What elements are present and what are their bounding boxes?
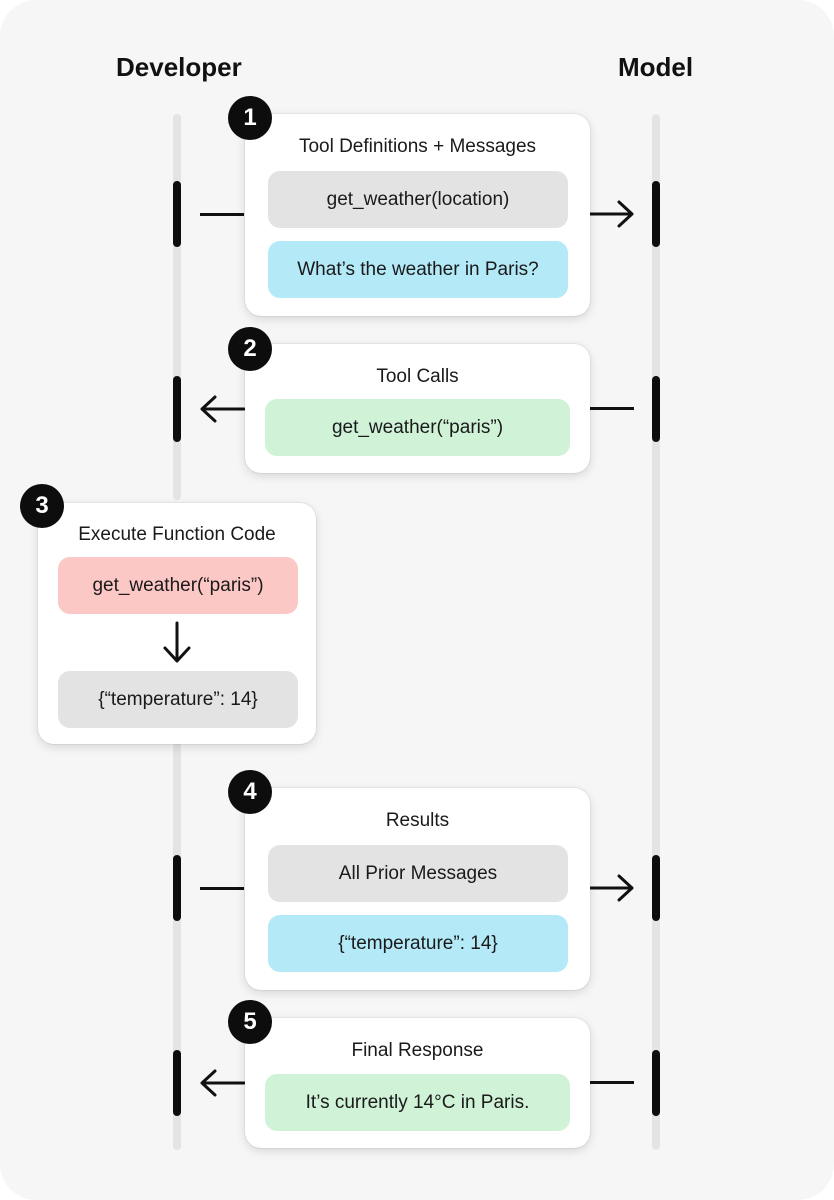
step-2-tool-call-pill: get_weather(“paris”) xyxy=(265,399,570,456)
arrow-right-icon xyxy=(588,874,634,902)
model-activation-bar xyxy=(652,181,660,247)
step-1-badge: 1 xyxy=(228,96,272,140)
step-3-card: Execute Function Code get_weather(“paris… xyxy=(38,503,316,744)
developer-activation-bar xyxy=(173,376,181,442)
connector-line xyxy=(200,213,244,216)
step-5-response-pill: It’s currently 14°C in Paris. xyxy=(265,1074,570,1131)
model-activation-bar xyxy=(652,1050,660,1116)
developer-lifeline xyxy=(173,114,181,500)
model-activation-bar xyxy=(652,855,660,921)
connector-line xyxy=(200,887,244,890)
step-1-title: Tool Definitions + Messages xyxy=(298,136,537,157)
arrow-left-icon xyxy=(200,1069,246,1097)
arrow-right-icon xyxy=(588,200,634,228)
developer-activation-bar xyxy=(173,855,181,921)
step-2-badge: 2 xyxy=(228,327,272,371)
connector-line xyxy=(590,1081,634,1084)
step-4-card: Results All Prior Messages {“temperature… xyxy=(245,788,590,990)
step-5-card: Final Response It’s currently 14°C in Pa… xyxy=(245,1018,590,1148)
step-1-card: Tool Definitions + Messages get_weather(… xyxy=(245,114,590,316)
step-4-title: Results xyxy=(385,810,450,831)
step-1-tool-definition-pill: get_weather(location) xyxy=(268,171,568,228)
step-4-badge: 4 xyxy=(228,770,272,814)
arrow-left-icon xyxy=(200,395,246,423)
developer-lifeline xyxy=(173,742,181,1150)
step-5-title: Final Response xyxy=(351,1040,484,1061)
connector-line xyxy=(590,407,634,410)
step-4-prior-messages-pill: All Prior Messages xyxy=(268,845,568,902)
developer-column-title: Developer xyxy=(116,52,242,82)
step-1-message-pill: What’s the weather in Paris? xyxy=(268,241,568,298)
arrow-down-icon xyxy=(163,621,191,663)
model-activation-bar xyxy=(652,376,660,442)
step-5-badge: 5 xyxy=(228,1000,272,1044)
model-lifeline xyxy=(652,114,660,1150)
step-3-title: Execute Function Code xyxy=(78,524,276,545)
step-3-function-call-pill: get_weather(“paris”) xyxy=(58,557,298,614)
step-3-result-pill: {“temperature”: 14} xyxy=(58,671,298,728)
developer-activation-bar xyxy=(173,1050,181,1116)
step-2-card: Tool Calls get_weather(“paris”) xyxy=(245,344,590,473)
step-2-title: Tool Calls xyxy=(376,366,459,387)
step-4-result-pill: {“temperature”: 14} xyxy=(268,915,568,972)
developer-activation-bar xyxy=(173,181,181,247)
step-3-badge: 3 xyxy=(20,484,64,528)
model-column-title: Model xyxy=(618,52,694,82)
